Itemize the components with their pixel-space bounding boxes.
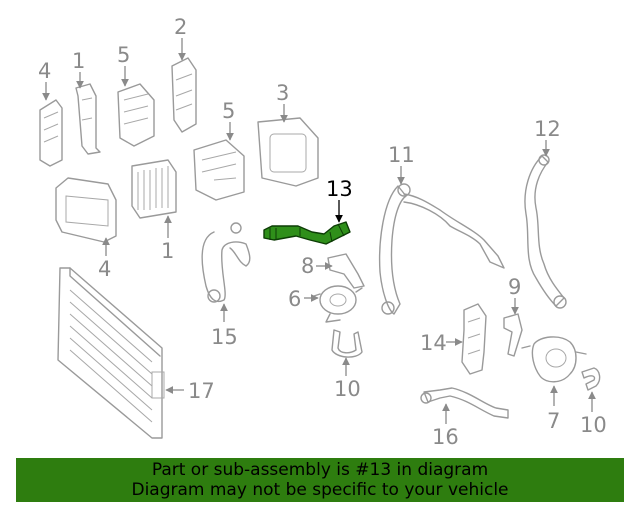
part-12-hose — [524, 154, 567, 309]
part-4-upper-air-duct — [39, 99, 63, 167]
banner-line-part: Part or sub-assembly is #13 in diagram — [151, 460, 489, 480]
callout-14: 14 — [420, 331, 463, 355]
svg-text:4: 4 — [98, 257, 111, 281]
info-banner: Part or sub-assembly is #13 in diagram D… — [16, 458, 624, 502]
svg-text:10: 10 — [334, 377, 361, 401]
part-3-cover-plate — [257, 117, 319, 187]
banner-line-disclaimer: Diagram may not be specific to your vehi… — [131, 480, 509, 500]
callout-3: 3 — [276, 81, 289, 123]
svg-text:11: 11 — [388, 143, 415, 167]
part-10-clamp-right — [581, 367, 601, 391]
svg-text:16: 16 — [432, 425, 459, 449]
part-15-coolant-hose — [201, 222, 251, 303]
callout-6: 6 — [288, 287, 319, 311]
callout-1-upper: 1 — [72, 49, 85, 89]
part-10-clamp-middle — [331, 329, 363, 358]
svg-text:2: 2 — [174, 15, 187, 39]
part-1-auxiliary-cooler — [131, 159, 177, 219]
part-14-hose — [461, 303, 487, 375]
callout-17: 17 — [165, 379, 215, 403]
svg-text:7: 7 — [547, 409, 560, 433]
part-4-lower-air-duct — [55, 177, 117, 243]
svg-text:3: 3 — [276, 81, 289, 105]
callout-12: 12 — [534, 117, 561, 157]
callout-2: 2 — [174, 15, 187, 61]
svg-text:12: 12 — [534, 117, 561, 141]
callout-1-lower: 1 — [161, 215, 174, 263]
callout-10-middle: 10 — [334, 357, 361, 401]
svg-text:1: 1 — [161, 239, 174, 263]
svg-text:17: 17 — [188, 379, 215, 403]
callout-13-highlighted[interactable]: 13 — [326, 177, 353, 223]
part-5-lower-shroud — [193, 139, 245, 201]
svg-text:5: 5 — [222, 99, 235, 123]
svg-text:8: 8 — [301, 254, 314, 278]
part-11-long-hose — [378, 183, 505, 315]
part-7-auxiliary-pump — [521, 336, 587, 383]
callout-16: 16 — [432, 403, 459, 449]
part-5-upper-shroud — [117, 83, 155, 147]
part-13-highlighted-hose[interactable] — [263, 221, 351, 245]
callout-7: 7 — [547, 385, 560, 433]
part-8-bracket — [327, 253, 365, 289]
part-2-side-bracket — [171, 57, 197, 133]
svg-text:9: 9 — [508, 275, 521, 299]
svg-text:4: 4 — [38, 59, 51, 83]
callout-8: 8 — [301, 254, 333, 278]
svg-text:5: 5 — [117, 43, 130, 67]
svg-text:10: 10 — [580, 413, 607, 437]
svg-text:6: 6 — [288, 287, 301, 311]
callout-10-right: 10 — [580, 391, 607, 437]
callout-4-upper: 4 — [38, 59, 51, 101]
part-9-bracket — [503, 313, 523, 357]
callout-11: 11 — [388, 143, 415, 185]
svg-text:1: 1 — [72, 49, 85, 73]
svg-text:13: 13 — [326, 177, 353, 201]
part-16-coolant-pipe — [420, 387, 509, 419]
svg-text:15: 15 — [211, 325, 238, 349]
callout-5-lower: 5 — [222, 99, 235, 141]
callout-4-lower: 4 — [98, 237, 111, 281]
callout-9: 9 — [508, 275, 521, 315]
callout-5-upper: 5 — [117, 43, 130, 87]
part-1-upper-bracket — [75, 83, 101, 155]
part-6-water-pump — [313, 285, 363, 323]
callout-15: 15 — [211, 303, 238, 349]
part-17-radiator — [57, 267, 165, 439]
svg-text:14: 14 — [420, 331, 447, 355]
